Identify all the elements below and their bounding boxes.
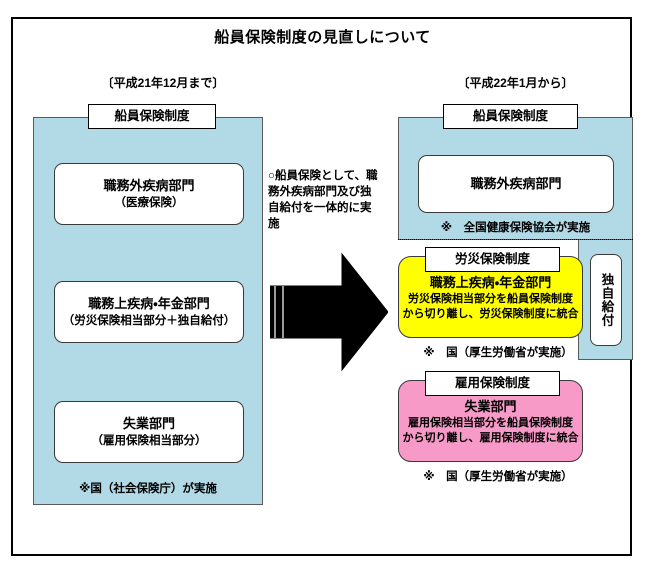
- dokuji-kyufu-box: 独自給付: [590, 254, 622, 346]
- right-system-label: 船員保険制度: [443, 104, 578, 129]
- koyou-division-desc-line2: から切り離し、雇用保険制度に統合: [402, 431, 579, 444]
- koyou-operator-note: ※ 国（厚生労働省が実施）: [423, 471, 573, 483]
- right-division-health: 職務外疾病部門: [418, 155, 614, 213]
- left-division-unemployment-title: 失業部門: [122, 415, 175, 431]
- rosai-division-title: 職務上疾病・年金部門: [429, 274, 552, 290]
- koyou-system-label: 雇用保険制度: [425, 371, 560, 396]
- right-health-operator-note: ※ 全国健康保険協会が実施: [440, 222, 591, 234]
- koyou-division-desc-line1: 雇用保険相当部分を船員保険制度: [408, 416, 573, 429]
- left-division-unemployment: 失業部門 （雇用保険相当部分）: [54, 401, 244, 463]
- dokuji-kyufu-label: 独自給付: [599, 273, 614, 327]
- left-division-occupational-sub: （労災保険相当部分＋独自給付）: [62, 314, 236, 327]
- dotted-separator: [398, 239, 633, 240]
- right-column-header: 〔平成22年1月から〕: [457, 76, 574, 90]
- rosai-system-label: 労災保険制度: [425, 247, 560, 272]
- right-arrow-icon: [270, 252, 388, 372]
- koyou-division-title: 失業部門: [464, 398, 517, 414]
- left-division-occupational: 職務上疾病・年金部門 （労災保険相当部分＋独自給付）: [54, 281, 244, 343]
- rosai-operator-note: ※ 国（厚生労働省が実施）: [423, 347, 573, 359]
- center-annotation: ○船員保険として、職務外疾病部門及び独自給付を一体的に実施: [268, 170, 378, 230]
- left-division-unemployment-sub: （雇用保険相当部分）: [91, 434, 207, 447]
- left-division-health-title: 職務外疾病部門: [103, 177, 195, 193]
- rosai-division-desc-line1: 労災保険相当部分を船員保険制度: [408, 292, 573, 305]
- right-division-health-title: 職務外疾病部門: [470, 176, 562, 191]
- left-division-occupational-title: 職務上疾病・年金部門: [88, 295, 210, 311]
- rosai-division-desc-line2: から切り離し、労災保険制度に統合: [402, 307, 579, 320]
- left-column-header: 〔平成21年12月まで〕: [101, 76, 225, 90]
- page-title: 船員保険制度の見直しについて: [214, 29, 431, 46]
- left-system-label: 船員保険制度: [88, 104, 216, 129]
- left-operator-note: ※国（社会保険庁）が実施: [79, 483, 217, 495]
- left-division-health: 職務外疾病部門 （医療保険）: [54, 163, 244, 225]
- left-division-health-sub: （医療保険）: [114, 196, 184, 209]
